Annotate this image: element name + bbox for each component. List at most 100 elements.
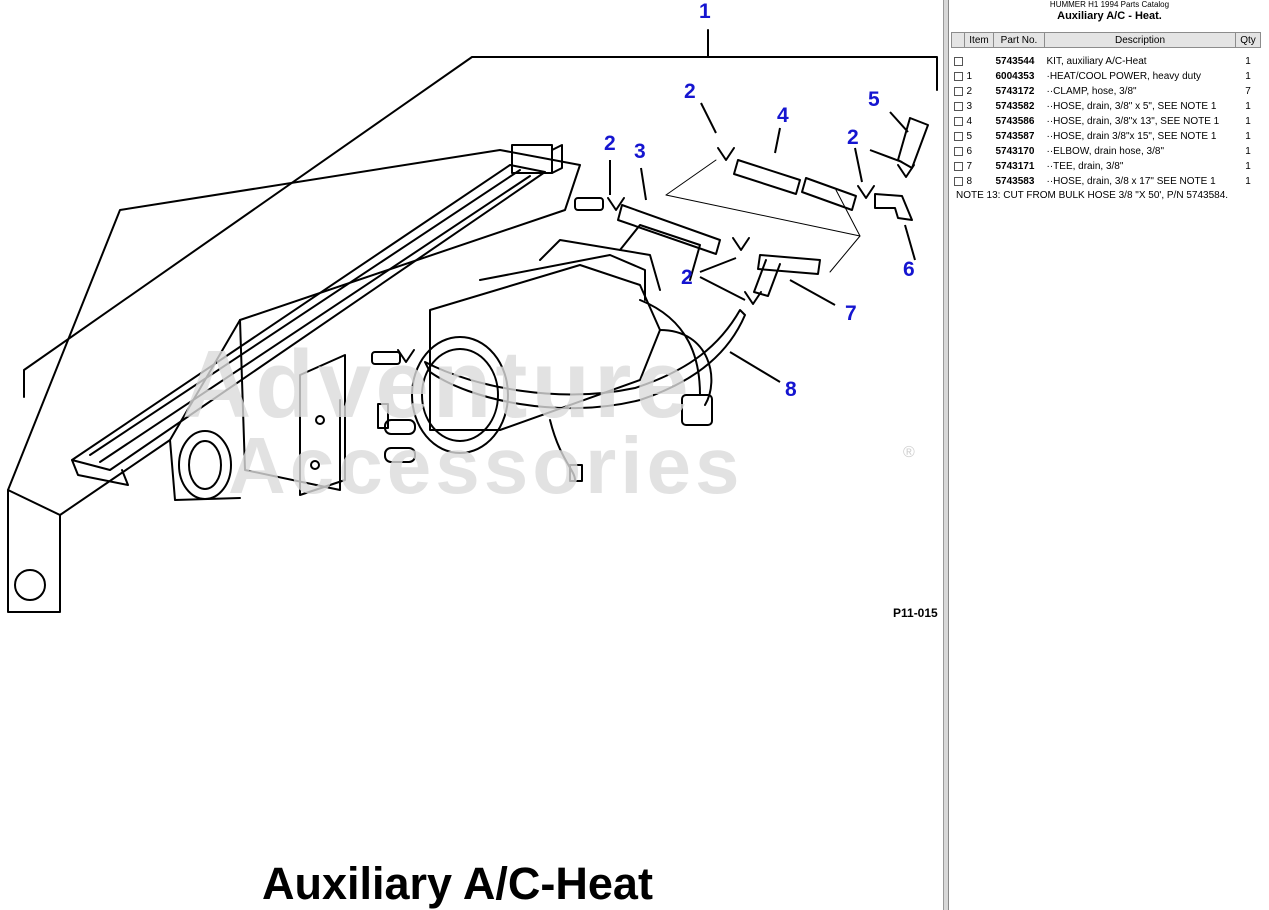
row-qty: 1 — [1245, 71, 1251, 82]
row-item: 5 — [966, 131, 973, 142]
row-part-no: 5743583 — [995, 176, 1035, 187]
row-qty: 1 — [1245, 146, 1251, 157]
table-row[interactable]: 7 5743171 ··TEE, drain, 3/8" 1 — [952, 159, 1261, 174]
callout-1: 1 — [699, 0, 711, 23]
table-row[interactable]: 8 5743583 ··HOSE, drain, 3/8 x 17" SEE NOT… — [952, 174, 1261, 189]
callout-5: 5 — [868, 88, 880, 111]
row-item: 2 — [966, 86, 973, 97]
catalog-title: Auxiliary A/C - Heat. — [1057, 10, 1162, 22]
parts-table-body: 5743544 KIT, auxiliary A/C-Heat 1 1 6004353 ·… — [952, 48, 1261, 190]
row-qty: 1 — [1245, 131, 1251, 142]
callout-2-bottom: 2 — [681, 266, 693, 289]
pane-splitter[interactable] — [944, 0, 949, 910]
callout-4: 4 — [777, 104, 789, 127]
row-checkbox[interactable] — [952, 84, 965, 99]
checkbox[interactable] — [953, 131, 963, 141]
catalog-header: HUMMER H1 1994 Parts Catalog Auxiliary A… — [950, 0, 1269, 23]
row-checkbox[interactable] — [952, 174, 965, 189]
row-checkbox[interactable] — [952, 114, 965, 129]
row-qty: 7 — [1245, 86, 1251, 97]
part-no-column-header[interactable]: Part No. — [993, 32, 1045, 48]
row-part-no: 5743170 — [995, 146, 1035, 157]
row-qty: 1 — [1245, 161, 1251, 172]
checkbox[interactable] — [953, 161, 963, 171]
row-part-no: 5743544 — [995, 56, 1035, 67]
select-column-header — [951, 32, 965, 48]
callout-3: 3 — [634, 140, 646, 163]
row-part-no: 5743582 — [995, 101, 1035, 112]
row-qty: 1 — [1245, 176, 1251, 187]
checkbox[interactable] — [953, 86, 963, 96]
table-row[interactable]: 6 5743170 ··ELBOW, drain hose, 3/8" 1 — [952, 144, 1261, 159]
parts-table: Item Part No. Description Qty 5743544 KIT… — [951, 32, 1261, 189]
housing-outline — [7, 149, 581, 613]
row-checkbox[interactable] — [952, 99, 965, 114]
row-checkbox[interactable] — [952, 54, 965, 69]
checkbox[interactable] — [953, 116, 963, 126]
row-description: ··HOSE, drain 3/8"x 15", SEE NOTE 1 — [1046, 131, 1217, 142]
figure-code: P11-015 — [893, 606, 938, 620]
callout-8: 8 — [785, 378, 797, 401]
qty-column-header[interactable]: Qty — [1235, 32, 1261, 48]
elbow-item-6 — [874, 193, 913, 221]
parts-list-pane: HUMMER H1 1994 Parts Catalog Auxiliary A… — [950, 0, 1269, 910]
row-description: ··HOSE, drain, 3/8 x 17" SEE NOTE 1 — [1046, 176, 1216, 187]
callout-7: 7 — [845, 302, 857, 325]
parts-table-header: Item Part No. Description Qty — [951, 32, 1261, 48]
hose-item-4 — [733, 159, 801, 195]
row-checkbox[interactable] — [952, 69, 965, 84]
tee-item-7 — [757, 254, 821, 275]
row-qty: 1 — [1245, 56, 1251, 67]
row-part-no: 5743587 — [995, 131, 1035, 142]
row-part-no: 5743171 — [995, 161, 1035, 172]
row-description: ··CLAMP, hose, 3/8" — [1046, 86, 1137, 97]
row-description: ··ELBOW, drain hose, 3/8" — [1046, 146, 1165, 157]
table-row[interactable]: 3 5743582 ··HOSE, drain, 3/8" x 5", SEE NO… — [952, 99, 1261, 114]
row-checkbox[interactable] — [952, 159, 965, 174]
row-item: 4 — [966, 116, 973, 127]
parts-note: NOTE 13: CUT FROM BULK HOSE 3/8 "X 50', … — [956, 190, 1229, 201]
row-qty: 1 — [1245, 116, 1251, 127]
catalog-name: HUMMER H1 1994 Parts Catalog — [1049, 0, 1170, 9]
row-description: ··HOSE, drain, 3/8" x 5", SEE NOTE 1 — [1046, 101, 1217, 112]
row-qty: 1 — [1245, 101, 1251, 112]
row-item — [965, 54, 994, 69]
checkbox[interactable] — [953, 176, 963, 186]
row-item: 8 — [966, 176, 973, 187]
checkbox[interactable] — [953, 56, 963, 66]
row-description: ··HOSE, drain, 3/8"x 13", SEE NOTE 1 — [1046, 116, 1220, 127]
row-item: 3 — [966, 101, 973, 112]
row-checkbox[interactable] — [952, 144, 965, 159]
callout-2-left: 2 — [604, 132, 616, 155]
row-item: 6 — [966, 146, 973, 157]
blower-motor — [429, 264, 661, 431]
hose-item-8 — [424, 309, 746, 410]
table-row[interactable]: 5743544 KIT, auxiliary A/C-Heat 1 — [952, 54, 1261, 69]
exploded-parts-illustration — [7, 29, 938, 613]
row-part-no: 5743172 — [995, 86, 1035, 97]
item-column-header[interactable]: Item — [964, 32, 994, 48]
checkbox[interactable] — [953, 146, 963, 156]
checkbox[interactable] — [953, 101, 963, 111]
diagram-title: Auxiliary A/C-Heat — [262, 858, 653, 909]
table-row[interactable]: 5 5743587 ··HOSE, drain 3/8"x 15", SEE NOT… — [952, 129, 1261, 144]
row-description: ·HEAT/COOL POWER, heavy duty — [1046, 71, 1201, 82]
checkbox[interactable] — [953, 71, 963, 81]
row-part-no: 6004353 — [995, 71, 1035, 82]
callout-2-top: 2 — [684, 80, 696, 103]
callout-2-right: 2 — [847, 126, 859, 149]
row-checkbox[interactable] — [952, 129, 965, 144]
outlet-hole — [14, 569, 46, 601]
hose-item-3 — [617, 204, 721, 255]
row-part-no: 5743586 — [995, 116, 1035, 127]
diagram-pane: Adventure Accessories ® 1 2 3 2 4 5 2 2 … — [7, 0, 944, 910]
row-item: 1 — [966, 71, 973, 82]
row-description: ··TEE, drain, 3/8" — [1046, 161, 1124, 172]
description-column-header[interactable]: Description — [1044, 32, 1236, 48]
item-1-bracket — [23, 56, 938, 398]
row-description: KIT, auxiliary A/C-Heat — [1046, 56, 1147, 67]
table-row[interactable]: 4 5743586 ··HOSE, drain, 3/8"x 13", SEE NO… — [952, 114, 1261, 129]
row-item: 7 — [966, 161, 973, 172]
table-row[interactable]: 1 6004353 ·HEAT/COOL POWER, heavy duty 1 — [952, 69, 1261, 84]
table-row[interactable]: 2 5743172 ··CLAMP, hose, 3/8" 7 — [952, 84, 1261, 99]
